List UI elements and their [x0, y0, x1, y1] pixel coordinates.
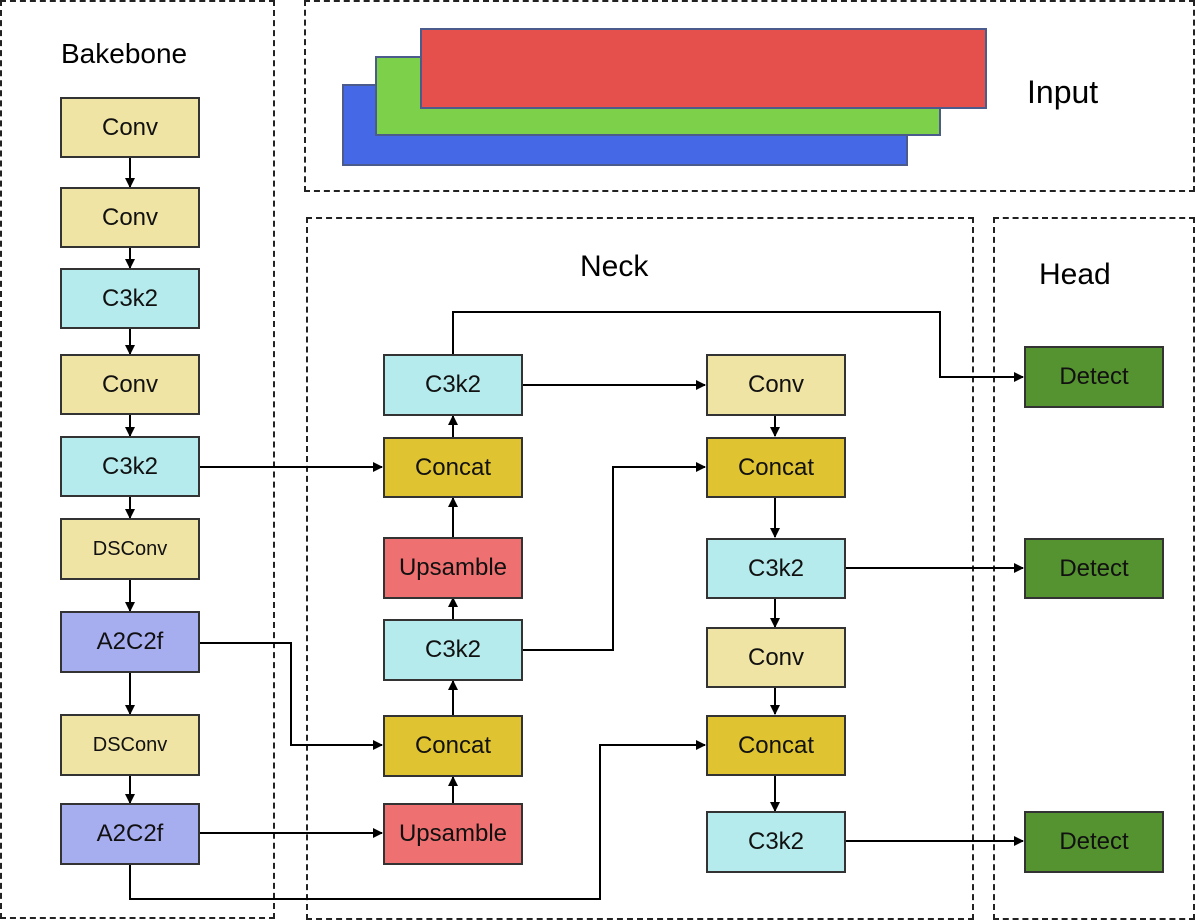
backbone-dsconv-2: DSConv [60, 714, 200, 776]
backbone-c3k2-2: C3k2 [60, 436, 200, 497]
backbone-a2c2f-1: A2C2f [60, 611, 200, 673]
neck-c3k2-right-2: C3k2 [706, 811, 846, 873]
backbone-a2c2f-2: A2C2f [60, 803, 200, 865]
input-title: Input [1027, 74, 1099, 110]
backbone-region [0, 0, 275, 919]
backbone-c3k2-1: C3k2 [60, 268, 200, 329]
neck-concat-1: Concat [383, 437, 523, 498]
head-detect-1: Detect [1024, 346, 1164, 408]
neck-concat-3: Concat [706, 437, 846, 498]
head-detect-3: Detect [1024, 811, 1164, 873]
neck-upsample-1: Upsamble [383, 537, 523, 599]
neck-c3k2-mid: C3k2 [383, 619, 523, 681]
backbone-conv-3: Conv [60, 354, 200, 415]
neck-conv-1: Conv [706, 354, 846, 416]
neck-concat-2: Concat [383, 715, 523, 777]
neck-concat-4: Concat [706, 715, 846, 776]
input-region [304, 0, 1195, 192]
neck-c3k2-top: C3k2 [383, 354, 523, 416]
neck-c3k2-right-1: C3k2 [706, 538, 846, 599]
neck-conv-2: Conv [706, 627, 846, 688]
neck-upsample-2: Upsamble [383, 803, 523, 865]
arrow-c3k2mid-to-concat [522, 462, 706, 651]
backbone-dsconv-1: DSConv [60, 518, 200, 580]
input-channel-red [420, 28, 987, 109]
arrow-a2c2f-to-concat [199, 642, 383, 750]
head-detect-2: Detect [1024, 538, 1164, 599]
arrow-a2c2f-to-right-concat [129, 740, 706, 900]
backbone-conv-1: Conv [60, 97, 200, 158]
head-title: Head [1039, 258, 1111, 291]
neck-title: Neck [580, 250, 649, 283]
backbone-title: Bakebone [61, 38, 188, 69]
backbone-conv-2: Conv [60, 187, 200, 248]
arrow-c3k2top-to-detect1 [452, 311, 1024, 382]
